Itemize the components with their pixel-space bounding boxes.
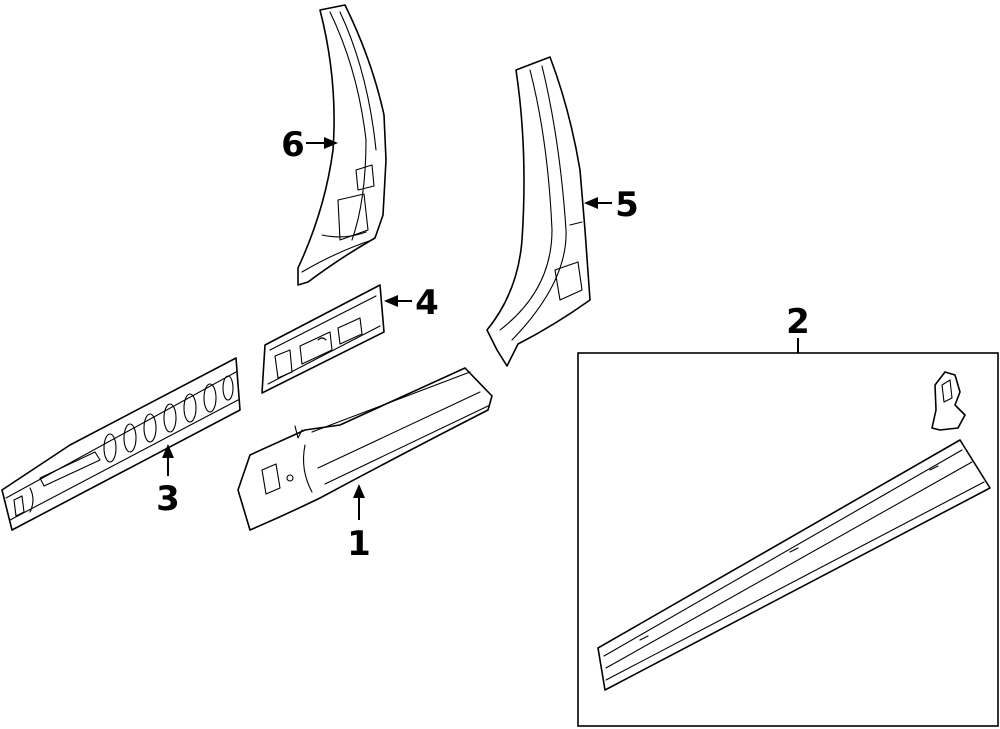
- callout-5: 5: [615, 185, 639, 225]
- part-1-rocker-outer: [237, 367, 493, 531]
- leader-lines: [162, 137, 799, 520]
- callout-2: 2: [786, 302, 810, 342]
- callout-1: 1: [347, 524, 371, 564]
- callout-3: 3: [156, 479, 180, 519]
- part-6-pillar: [297, 4, 387, 286]
- part-5-pillar: [486, 56, 591, 367]
- part-4-bracket: [261, 284, 385, 394]
- inset-frame: [577, 352, 999, 727]
- callout-6: 6: [281, 125, 305, 165]
- part-2-bracket: [931, 371, 966, 431]
- part-2-sill: [597, 439, 991, 691]
- part-2-inset: [577, 352, 999, 727]
- callout-4: 4: [415, 283, 439, 323]
- part-3-rocker-inner: [1, 357, 241, 531]
